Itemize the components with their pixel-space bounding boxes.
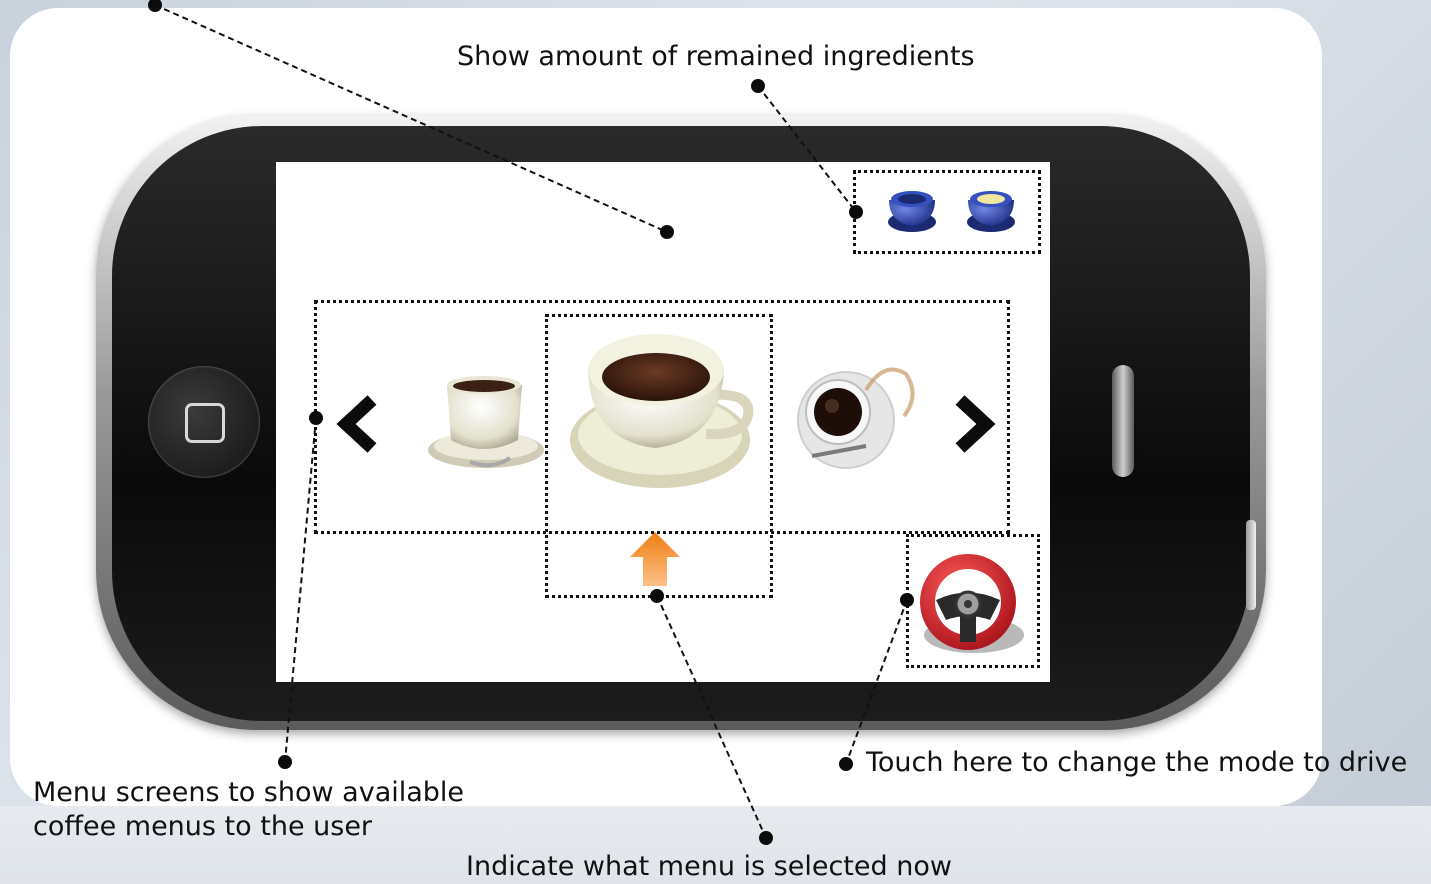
ingredient-container-icon — [967, 191, 1015, 232]
leader-line — [757, 85, 857, 213]
callout-menu-screens: Menu screens to show available coffee me… — [33, 776, 464, 844]
callout-menu-line-1: Menu screens to show available — [33, 777, 465, 808]
anchor-dot — [751, 79, 765, 93]
anchor-dot — [660, 225, 674, 239]
callout-drive-mode: Touch here to change the mode to drive — [866, 747, 1408, 778]
anchor-dot — [650, 589, 664, 603]
speaker-slot — [1112, 365, 1134, 477]
leader-line — [845, 599, 908, 765]
steering-wheel-icon[interactable] — [920, 554, 1024, 653]
anchor-dot — [900, 593, 914, 607]
leader-line — [154, 4, 668, 233]
coffee-cup-icon[interactable] — [570, 334, 754, 488]
bottom-strip — [0, 806, 1431, 884]
side-button — [1246, 520, 1256, 610]
anchor-dot — [849, 205, 863, 219]
anchor-dot — [148, 0, 162, 12]
leader-line — [284, 417, 317, 763]
callout-menu-line-2: coffee menus to the user — [33, 811, 373, 842]
home-button[interactable] — [148, 366, 260, 478]
anchor-dot — [759, 831, 773, 845]
home-square-icon — [185, 403, 225, 443]
anchor-dot — [278, 755, 292, 769]
anchor-dot — [839, 757, 853, 771]
callout-selected-menu: Indicate what menu is selected now — [466, 851, 952, 882]
ingredient-container-icon — [888, 191, 936, 232]
chevron-left-icon[interactable] — [336, 395, 377, 453]
coffee-cup-icon[interactable] — [428, 376, 544, 468]
leader-line — [656, 595, 767, 839]
callout-ingredients: Show amount of remained ingredients — [457, 41, 975, 72]
anchor-dot — [309, 411, 323, 425]
up-arrow-icon — [630, 532, 680, 586]
coffee-cup-icon[interactable] — [797, 367, 915, 469]
chevron-right-icon[interactable] — [955, 395, 996, 453]
